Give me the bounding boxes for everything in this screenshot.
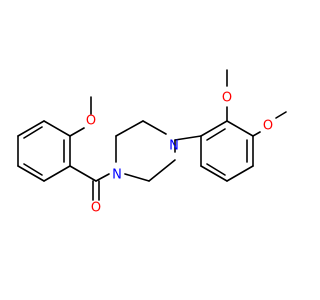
bond bbox=[226, 165, 254, 182]
bond bbox=[252, 131, 261, 137]
oxygen-atom-label: O bbox=[263, 119, 273, 134]
bond bbox=[226, 120, 254, 137]
methoxy-group-left bbox=[69, 96, 92, 137]
bond bbox=[69, 165, 97, 182]
bond bbox=[124, 173, 150, 182]
bond bbox=[69, 127, 85, 137]
bond bbox=[200, 165, 228, 182]
nitrogen-atom-label: N bbox=[112, 168, 122, 183]
bond bbox=[275, 111, 287, 119]
benzyl-linker bbox=[174, 135, 202, 153]
bond bbox=[17, 165, 45, 182]
aromatic-bond bbox=[23, 163, 43, 176]
bond bbox=[115, 120, 144, 137]
bond bbox=[43, 120, 71, 137]
dimethoxyphenyl-ring bbox=[200, 120, 254, 182]
bond bbox=[148, 159, 176, 182]
oxygen-atom-label: O bbox=[91, 201, 101, 216]
nitrogen-atom-label: N bbox=[169, 139, 179, 154]
bond bbox=[17, 120, 45, 137]
bond bbox=[200, 120, 228, 137]
aromatic-bond bbox=[206, 128, 226, 141]
methoxy-group-3 bbox=[252, 111, 287, 137]
molecule-drawing: O O N N O O bbox=[17, 69, 287, 216]
structure-canvas: O O N N O O bbox=[17, 69, 287, 216]
methoxyphenyl-ring bbox=[17, 120, 71, 182]
oxygen-atom-label: O bbox=[86, 114, 96, 129]
oxygen-atom-label: O bbox=[222, 91, 232, 106]
aromatic-bond bbox=[206, 163, 226, 176]
carbonyl-group bbox=[69, 165, 110, 201]
bond bbox=[142, 120, 167, 135]
bond bbox=[43, 165, 71, 182]
bond bbox=[174, 135, 202, 141]
bond bbox=[95, 173, 110, 182]
aromatic-bond bbox=[23, 126, 43, 139]
piperazine-ring bbox=[115, 120, 176, 182]
